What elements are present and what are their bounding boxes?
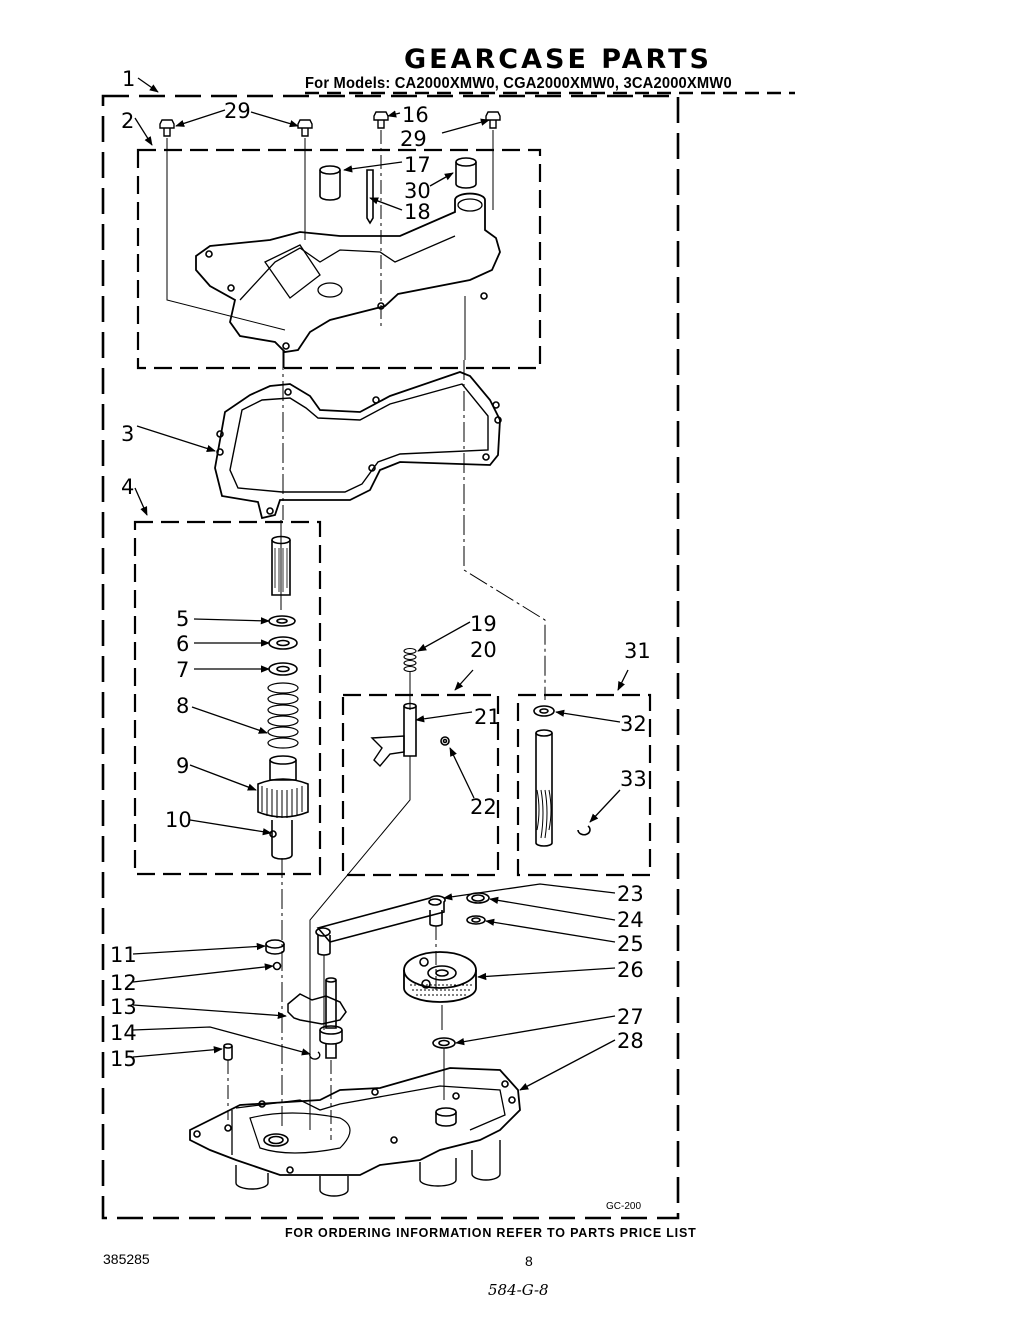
callout-15: 15 xyxy=(110,1047,137,1071)
callout-13: 13 xyxy=(110,995,137,1019)
callout-32: 32 xyxy=(620,712,647,736)
page-title: GEARCASE PARTS xyxy=(404,44,712,75)
page-number: 8 xyxy=(525,1253,533,1269)
callout-28: 28 xyxy=(617,1029,644,1053)
callout-18: 18 xyxy=(404,200,431,224)
callout-22: 22 xyxy=(470,795,497,819)
callout-29b: 29 xyxy=(400,127,427,151)
callout-9: 9 xyxy=(176,754,189,778)
assembly-box xyxy=(101,94,680,1220)
callout-16: 16 xyxy=(402,103,429,127)
ordering-note: FOR ORDERING INFORMATION REFER TO PARTS … xyxy=(285,1226,697,1240)
callout-19: 19 xyxy=(470,612,497,636)
callout-6: 6 xyxy=(176,632,189,656)
callout-8: 8 xyxy=(176,694,189,718)
callout-21: 21 xyxy=(474,705,501,729)
callout-29a: 29 xyxy=(224,99,251,123)
callout-24: 24 xyxy=(617,908,644,932)
callout-14: 14 xyxy=(110,1021,137,1045)
callout-2: 2 xyxy=(121,109,134,133)
callout-30: 30 xyxy=(404,179,431,203)
document-number: 385285 xyxy=(103,1251,150,1267)
callout-5: 5 xyxy=(176,607,189,631)
callout-26: 26 xyxy=(617,958,644,982)
callout-23: 23 xyxy=(617,882,644,906)
callout-labels: 1 2 29 16 29 17 30 18 3 4 5 6 7 8 9 10 1… xyxy=(110,67,651,1071)
callout-10: 10 xyxy=(165,808,192,832)
callout-11: 11 xyxy=(110,943,137,967)
callout-27: 27 xyxy=(617,1005,644,1029)
models-subtitle: For Models: CA2000XMW0, CGA2000XMW0, 3CA… xyxy=(305,75,732,92)
callout-7: 7 xyxy=(176,658,189,682)
callout-4: 4 xyxy=(121,475,134,499)
callout-17: 17 xyxy=(404,153,431,177)
callout-12: 12 xyxy=(110,971,137,995)
callout-31: 31 xyxy=(624,639,651,663)
callout-25: 25 xyxy=(617,932,644,956)
callout-33: 33 xyxy=(620,767,647,791)
callout-3: 3 xyxy=(121,422,134,446)
diagram-code: GC-200 xyxy=(606,1201,642,1212)
callout-20: 20 xyxy=(470,638,497,662)
callout-1: 1 xyxy=(122,67,135,91)
handwritten-reference: 584-G-8 xyxy=(488,1281,549,1299)
